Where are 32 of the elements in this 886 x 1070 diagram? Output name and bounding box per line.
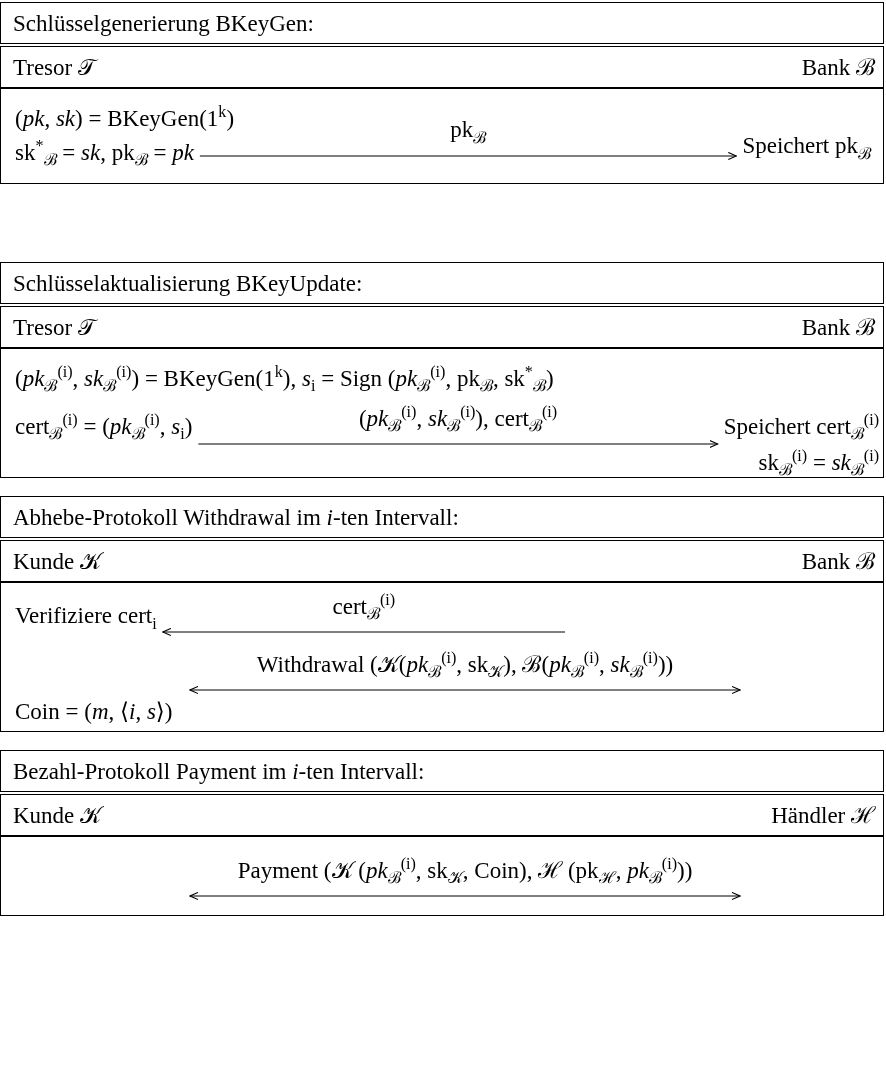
header-row	[0, 540, 884, 582]
formula-text: (pk, sk) = BKeyGen(1$^{k}$)	[15, 102, 235, 133]
arrow	[162, 627, 566, 637]
formula-text: Verifiziere cert$_{i}$	[15, 601, 157, 635]
section-title: Schlüsselaktualisierung BKeyUpdate:	[13, 270, 363, 298]
protocol-panel	[0, 348, 884, 478]
party-label: Bank ℬ	[801, 314, 875, 342]
section-title: Abhebe-Protokoll Withdrawal im i-ten Intervall:	[13, 504, 459, 532]
formula-text: (pk$_{ℬ}$$^{(i)}$, sk$_{ℬ}$$^{(i)}$) = BKeyGen(1$^{k}$), s$_{i}$ = Sign (pk$_{ℬ}$$^{(i)}$, pk$_{ℬ}$, sk$^{*}$$_{ℬ}$)	[15, 362, 554, 397]
title-bar	[0, 262, 884, 304]
title-bar	[0, 496, 884, 538]
section-title: Schlüsselgenerierung BKeyGen:	[13, 10, 314, 38]
party-label: Tresor 𝒯	[13, 314, 96, 342]
protocol-panel	[0, 88, 884, 184]
party-label: Händler ℋ	[771, 802, 875, 830]
party-label: Bank ℬ	[801, 548, 875, 576]
section-title: Bezahl-Protokoll Payment im i-ten Intervall:	[13, 758, 425, 786]
header-row	[0, 794, 884, 836]
formula-text: Coin = (m, ⟨i, s⟩)	[15, 698, 173, 726]
title-bar	[0, 2, 884, 44]
party-label: Tresor 𝒯	[13, 54, 96, 82]
header-row	[0, 46, 884, 88]
arrow	[199, 151, 737, 161]
party-label: Kunde 𝒦	[13, 802, 102, 830]
header-row	[0, 306, 884, 348]
title-bar	[0, 750, 884, 792]
formula-text: Speichert pk$_{ℬ}$	[742, 131, 871, 165]
party-label: Kunde 𝒦	[13, 548, 102, 576]
party-label: Bank ℬ	[801, 54, 875, 82]
arrow	[197, 439, 719, 449]
formula-text: sk$^{*}$$_{ℬ}$ = sk, pk$_{ℬ}$ = pk	[15, 131, 194, 165]
formula-text: cert$_{ℬ}$$^{(i)}$ = (pk$_{ℬ}$$^{(i)}$, s$_{i}$)	[15, 405, 193, 439]
